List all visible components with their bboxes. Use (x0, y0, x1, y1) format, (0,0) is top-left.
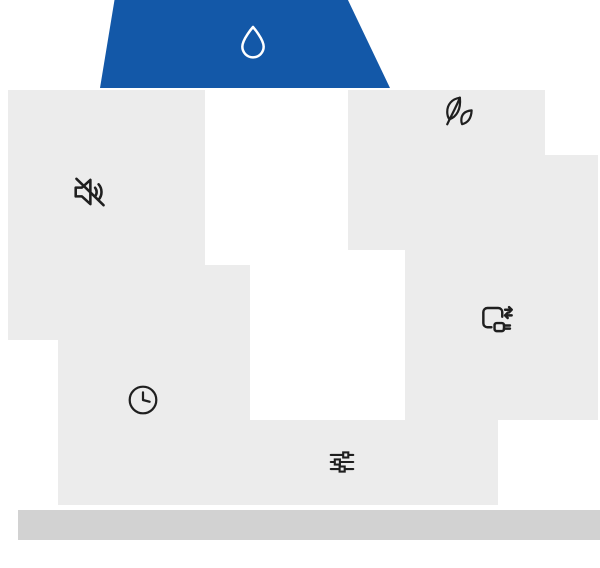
sliders-icon (324, 444, 360, 480)
leaf-icon (439, 92, 477, 130)
header-tab-water[interactable] (100, 0, 390, 88)
plug-swap-icon (476, 301, 518, 343)
bottom-bar (18, 510, 600, 540)
speaker-muted-icon (68, 170, 112, 214)
tile-settings[interactable] (205, 420, 498, 505)
water-drop-icon (233, 22, 273, 62)
tile-power[interactable] (405, 155, 598, 420)
clock-icon (124, 381, 162, 419)
